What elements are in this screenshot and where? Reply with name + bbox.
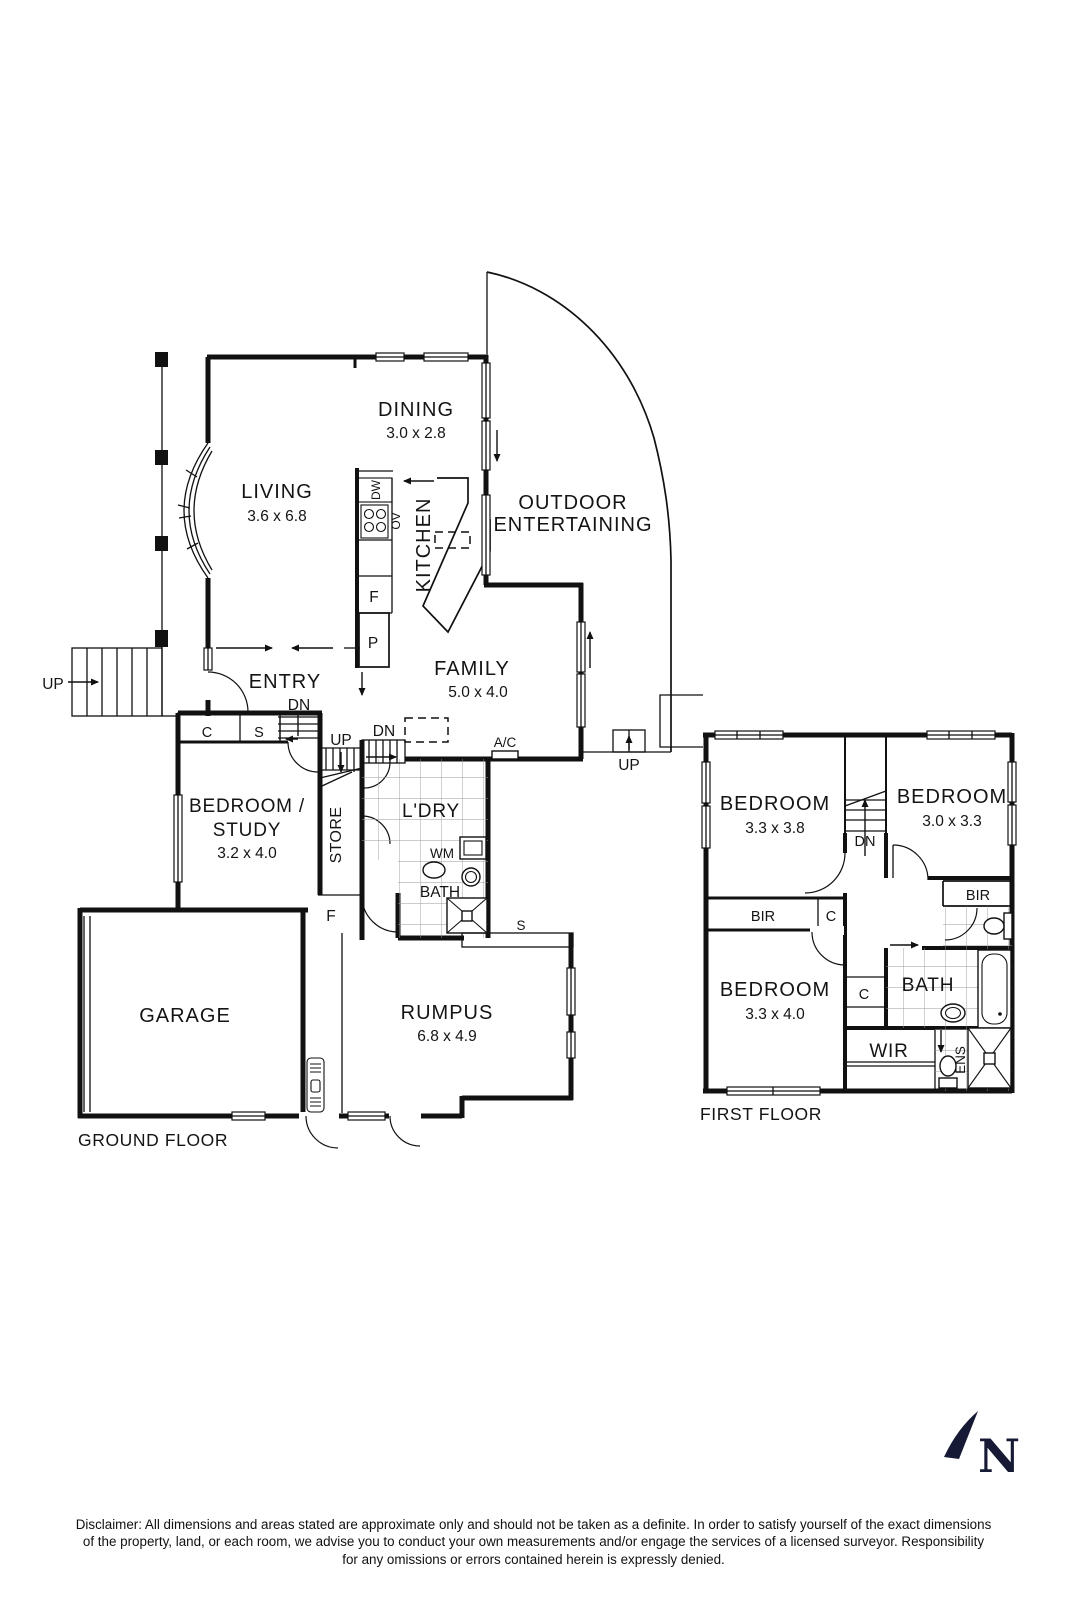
marker-c1: C (826, 909, 836, 925)
hall-external-door (305, 1115, 339, 1149)
room-label-bedroom3: BEDROOM (720, 979, 830, 1001)
marker-dn-first: DN (855, 834, 876, 850)
first-floor-plan: BEDROOM 3.3 x 3.8 BEDROOM 3.0 x 3.3 BEDR… (659, 694, 1017, 1124)
marker-f-hall: F (326, 908, 335, 925)
room-label-bath-ground: BATH (420, 884, 460, 901)
marker-pantry: P (368, 635, 378, 652)
front-porch (68, 352, 178, 717)
overhead-bulkhead-dashed (404, 717, 449, 743)
ground-wet-areas (362, 759, 488, 938)
marker-bir1: BIR (751, 909, 775, 925)
rumpus-external-door (389, 1115, 421, 1147)
basin (461, 867, 481, 887)
room-label-wir: WIR (869, 1041, 908, 1062)
washing-machine (459, 836, 487, 860)
island-bench-dashed (434, 531, 471, 549)
room-dims-bedroom-study: 3.2 x 4.0 (217, 845, 277, 862)
first-wet-areas (886, 906, 1013, 1091)
room-label-ens: ENS (953, 1046, 968, 1074)
room-label-bedroom-study-2: STUDY (213, 820, 281, 841)
bay-window (177, 442, 213, 579)
marker-cupboard-s: S (254, 725, 264, 741)
outdoor-entertaining-boundary (486, 271, 672, 753)
eaves-jut (659, 694, 703, 748)
toilet (422, 861, 446, 879)
ground-arrows (216, 430, 594, 760)
hot-water-unit (306, 1057, 325, 1113)
room-label-garage: GARAGE (139, 1005, 231, 1027)
disclaimer: Disclaimer: All dimensions and areas sta… (0, 1516, 1067, 1568)
ground-floor-title: GROUND FLOOR (78, 1130, 228, 1150)
north-letter: N (978, 1429, 1020, 1483)
basin-first (940, 1003, 966, 1023)
ground-misc (83, 894, 574, 1113)
room-label-entry: ENTRY (249, 671, 321, 693)
room-dims-family: 5.0 x 4.0 (448, 684, 508, 701)
ground-stairs (177, 712, 449, 787)
ground-floor-plan: LIVING 3.6 x 6.8 DINING 3.0 x 2.8 OUTDOO… (42, 271, 672, 1150)
wc-door (944, 907, 978, 941)
disclaimer-line-3: for any omissions or errors contained he… (342, 1551, 725, 1567)
room-label-rumpus: RUMPUS (401, 1002, 494, 1024)
room-label-bedroom2: BEDROOM (897, 786, 1007, 808)
disclaimer-line-1: Disclaimer: All dimensions and areas sta… (75, 1517, 992, 1532)
room-dims-bedroom1: 3.3 x 3.8 (745, 820, 804, 837)
marker-dishwasher: DW (369, 479, 383, 500)
marker-up-stair: UP (330, 732, 352, 749)
north-arrow-icon (944, 1411, 978, 1459)
room-dims-rumpus: 6.8 x 4.9 (417, 1028, 476, 1045)
marker-cupboard-c: C (202, 725, 212, 741)
marker-fridge: F (369, 589, 378, 606)
rumpus-robe (461, 932, 574, 948)
room-label-bedroom1: BEDROOM (720, 793, 830, 815)
first-floor-stairs (844, 790, 887, 856)
first-floor-doors (804, 844, 978, 1053)
room-dims-dining: 3.0 x 2.8 (386, 425, 445, 442)
bath-door (361, 896, 399, 933)
room-label-outdoor-2: ENTERTAINING (493, 514, 652, 536)
entry-door (207, 671, 249, 713)
ac-unit (491, 750, 519, 760)
compass: N (944, 1411, 1020, 1483)
first-floor-windows (701, 730, 1017, 1096)
dn-arrow-entry (286, 715, 299, 739)
marker-up-outdoor: UP (618, 757, 640, 774)
marker-ac: A/C (494, 735, 517, 750)
bedroom-study-door (287, 741, 319, 773)
cupboard-row (177, 712, 281, 743)
room-label-family: FAMILY (434, 658, 510, 680)
room-dims-living: 3.6 x 6.8 (247, 508, 306, 525)
marker-dn-stair: DN (373, 723, 395, 740)
bedroom1-door (804, 852, 846, 894)
marker-oven: OV (389, 512, 403, 529)
marker-s-rumpus: S (516, 918, 525, 933)
room-label-living: LIVING (241, 481, 313, 503)
marker-up-porch: UP (42, 676, 64, 693)
ground-floor-windows (173, 352, 586, 1121)
pantry-cupboard (358, 612, 390, 668)
toilet-ens (939, 1055, 957, 1077)
room-dims-bedroom2: 3.0 x 3.3 (922, 813, 981, 830)
first-floor-title: FIRST FLOOR (700, 1104, 822, 1124)
room-label-outdoor-1: OUTDOOR (518, 492, 627, 514)
bedroom2-door (892, 844, 929, 881)
marker-dn-entry: DN (288, 697, 310, 714)
room-label-store: STORE (328, 807, 345, 864)
room-label-bedroom-study-1: BEDROOM / (189, 796, 305, 817)
room-label-laundry: L'DRY (402, 801, 460, 822)
room-dims-bedroom3: 3.3 x 4.0 (745, 1006, 805, 1023)
bathtub (977, 949, 1012, 1029)
bedroom3-door (811, 931, 846, 966)
room-label-dining: DINING (378, 399, 454, 421)
garage-door (83, 916, 91, 1112)
room-label-kitchen: KITCHEN (413, 498, 435, 593)
disclaimer-line-2: of the property, land, or each room, we … (82, 1534, 985, 1550)
marker-wm: WM (430, 846, 454, 861)
room-label-bath-first: BATH (902, 975, 954, 996)
toilet-wc (983, 917, 1005, 935)
marker-bir2: BIR (966, 888, 990, 904)
cooktop (360, 504, 389, 539)
marker-c2: C (859, 987, 869, 1003)
